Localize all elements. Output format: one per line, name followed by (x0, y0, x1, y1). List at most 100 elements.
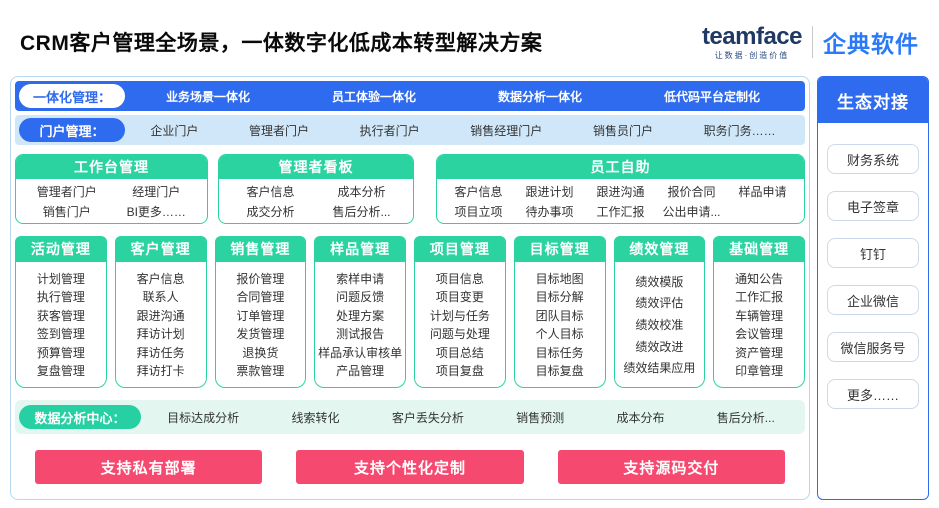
integration-item: 员工体验一体化 (331, 89, 416, 104)
module-item: 绩效结果应用 (623, 361, 696, 376)
module-items: 目标地图目标分解团队目标个人目标目标任务目标复盘 (513, 262, 606, 388)
ecosystem-item[interactable]: 企业微信 (827, 285, 919, 315)
module-item: 车辆管理 (735, 308, 784, 323)
module-item: 项目变更 (435, 290, 484, 305)
board-item: 样品申请 (738, 184, 787, 199)
module-item: 计划与任务 (429, 308, 490, 323)
module-item: 获客管理 (36, 308, 85, 323)
module-title: 绩效管理 (613, 236, 706, 262)
module-item: 个人目标 (535, 327, 584, 342)
main-panel: 一体化管理： 业务场景一体化员工体验一体化数据分析一体化低代码平台定制化 门户管… (10, 76, 810, 500)
board-item: 客户信息 (454, 184, 503, 199)
brand-logo: teamface 让数据·创造价值 企典软件 (701, 22, 925, 60)
integration-bar: 一体化管理： 业务场景一体化员工体验一体化数据分析一体化低代码平台定制化 (15, 81, 805, 111)
cta-button[interactable]: 支持源码交付 (557, 450, 785, 484)
board-item: 跟进计划 (525, 184, 574, 199)
analytics-item: 售后分析... (716, 410, 775, 425)
board-item: 成本分析 (337, 184, 386, 199)
module-title: 活动管理 (15, 236, 107, 262)
module-item: 合同管理 (236, 290, 285, 305)
board-workbench-title: 工作台管理 (16, 155, 207, 179)
portal-bar-items: 企业门户管理者门户执行者门户销售经理门户销售员门户职务门务…… (125, 122, 801, 139)
module-item: 资产管理 (735, 345, 784, 360)
brand-wordmark: teamface 让数据·创造价值 (701, 22, 803, 60)
portal-item: 职务门务…… (703, 123, 776, 138)
analytics-bar-items: 目标达成分析线索转化客户丢失分析销售预测成本分布售后分析... (141, 409, 801, 426)
portal-item: 执行者门户 (359, 123, 420, 138)
module-item: 团队目标 (535, 308, 584, 323)
module-items: 索样申请问题反馈处理方案测试报告样品承认审核单产品管理 (314, 262, 406, 388)
module-item: 跟进沟通 (136, 308, 185, 323)
cta-button[interactable]: 支持私有部署 (35, 450, 263, 484)
board-manager-kanban-title: 管理者看板 (219, 155, 413, 179)
module-item: 发货管理 (236, 327, 285, 342)
ecosystem-panel: 生态对接 财务系统电子签章钉钉企业微信微信服务号更多…… (817, 76, 929, 500)
board-item: 经理门户 (132, 184, 181, 199)
module-item: 通知公告 (735, 271, 784, 286)
board-item: 客户信息 (246, 184, 295, 199)
portal-item: 销售员门户 (592, 123, 653, 138)
ecosystem-item[interactable]: 更多…… (827, 379, 919, 409)
module-item: 目标任务 (535, 345, 584, 360)
module-item: 样品承认审核单 (318, 345, 403, 360)
module-card: 样品管理 索样申请问题反馈处理方案测试报告样品承认审核单产品管理 (314, 236, 406, 388)
module-item: 预算管理 (36, 345, 85, 360)
module-item: 目标地图 (535, 271, 584, 286)
module-items: 客户信息联系人跟进沟通拜访计划拜访任务拜访打卡 (114, 262, 207, 388)
module-title: 样品管理 (314, 236, 406, 262)
module-item: 项目总结 (435, 345, 484, 360)
integration-item: 数据分析一体化 (497, 89, 582, 104)
integration-item: 低代码平台定制化 (663, 89, 760, 104)
board-manager-kanban-items: 客户信息 成本分析成交分析 售后分析... (219, 179, 413, 223)
module-item: 绩效改进 (635, 339, 684, 354)
module-card: 基础管理 通知公告工作汇报车辆管理会议管理资产管理印章管理 (713, 236, 805, 388)
module-item: 执行管理 (36, 290, 85, 305)
ecosystem-item[interactable]: 电子签章 (827, 191, 919, 221)
module-title: 销售管理 (214, 236, 307, 262)
board-employee-selfservice-items: 客户信息跟进计划跟进沟通报价合同样品申请项目立项待办事项工作汇报公出申请... (437, 179, 804, 223)
board-item: 成交分析 (246, 204, 295, 219)
module-item: 印章管理 (735, 364, 784, 379)
module-item: 报价管理 (236, 271, 285, 286)
cta-button[interactable]: 支持个性化定制 (296, 450, 524, 484)
module-items: 报价管理合同管理订单管理发货管理退换货票款管理 (214, 262, 307, 388)
brand-name: teamface (701, 22, 803, 50)
page-title: CRM客户管理全场景，一体数字化低成本转型解决方案 (20, 32, 543, 55)
integration-bar-label: 一体化管理： (19, 84, 125, 108)
ecosystem-item[interactable]: 微信服务号 (827, 332, 919, 362)
module-card: 绩效管理 绩效模版绩效评估绩效校准绩效改进绩效结果应用 (613, 236, 706, 388)
portal-bar-label: 门户管理： (19, 118, 125, 142)
board-item: BI更多…… (126, 204, 186, 219)
module-item: 目标复盘 (535, 364, 584, 379)
module-card: 项目管理 项目信息项目变更计划与任务问题与处理项目总结项目复盘 (414, 236, 506, 388)
module-items: 绩效模版绩效评估绩效校准绩效改进绩效结果应用 (613, 262, 706, 388)
module-item: 拜访任务 (136, 345, 185, 360)
module-item: 处理方案 (336, 308, 385, 323)
ecosystem-item[interactable]: 财务系统 (827, 144, 919, 174)
board-manager-kanban: 管理者看板 客户信息 成本分析成交分析 售后分析... (218, 154, 414, 224)
module-card: 销售管理 报价管理合同管理订单管理发货管理退换货票款管理 (214, 236, 307, 388)
module-item: 计划管理 (36, 271, 85, 286)
ecosystem-item[interactable]: 钉钉 (827, 238, 919, 268)
module-items: 项目信息项目变更计划与任务问题与处理项目总结项目复盘 (414, 262, 506, 388)
analytics-item: 销售预测 (516, 410, 565, 425)
module-title: 客户管理 (114, 236, 207, 262)
board-employee-selfservice: 员工自助 客户信息跟进计划跟进沟通报价合同样品申请项目立项待办事项工作汇报公出申… (436, 154, 805, 224)
module-card: 客户管理 客户信息联系人跟进沟通拜访计划拜访任务拜访打卡 (114, 236, 207, 388)
brand-tagline: 让数据·创造价值 (714, 50, 790, 60)
module-item: 退换货 (242, 345, 279, 360)
module-item: 产品管理 (336, 364, 385, 379)
board-item: 售后分析... (332, 204, 391, 219)
portal-item: 管理者门户 (248, 123, 309, 138)
module-item: 拜访计划 (136, 327, 185, 342)
header: CRM客户管理全场景，一体数字化低成本转型解决方案 teamface 让数据·创… (0, 0, 939, 76)
module-card: 目标管理 目标地图目标分解团队目标个人目标目标任务目标复盘 (513, 236, 606, 388)
module-title: 项目管理 (414, 236, 506, 262)
module-item: 订单管理 (236, 308, 285, 323)
module-item: 目标分解 (535, 290, 584, 305)
module-item: 绩效校准 (635, 317, 684, 332)
board-item: 工作汇报 (596, 204, 645, 219)
